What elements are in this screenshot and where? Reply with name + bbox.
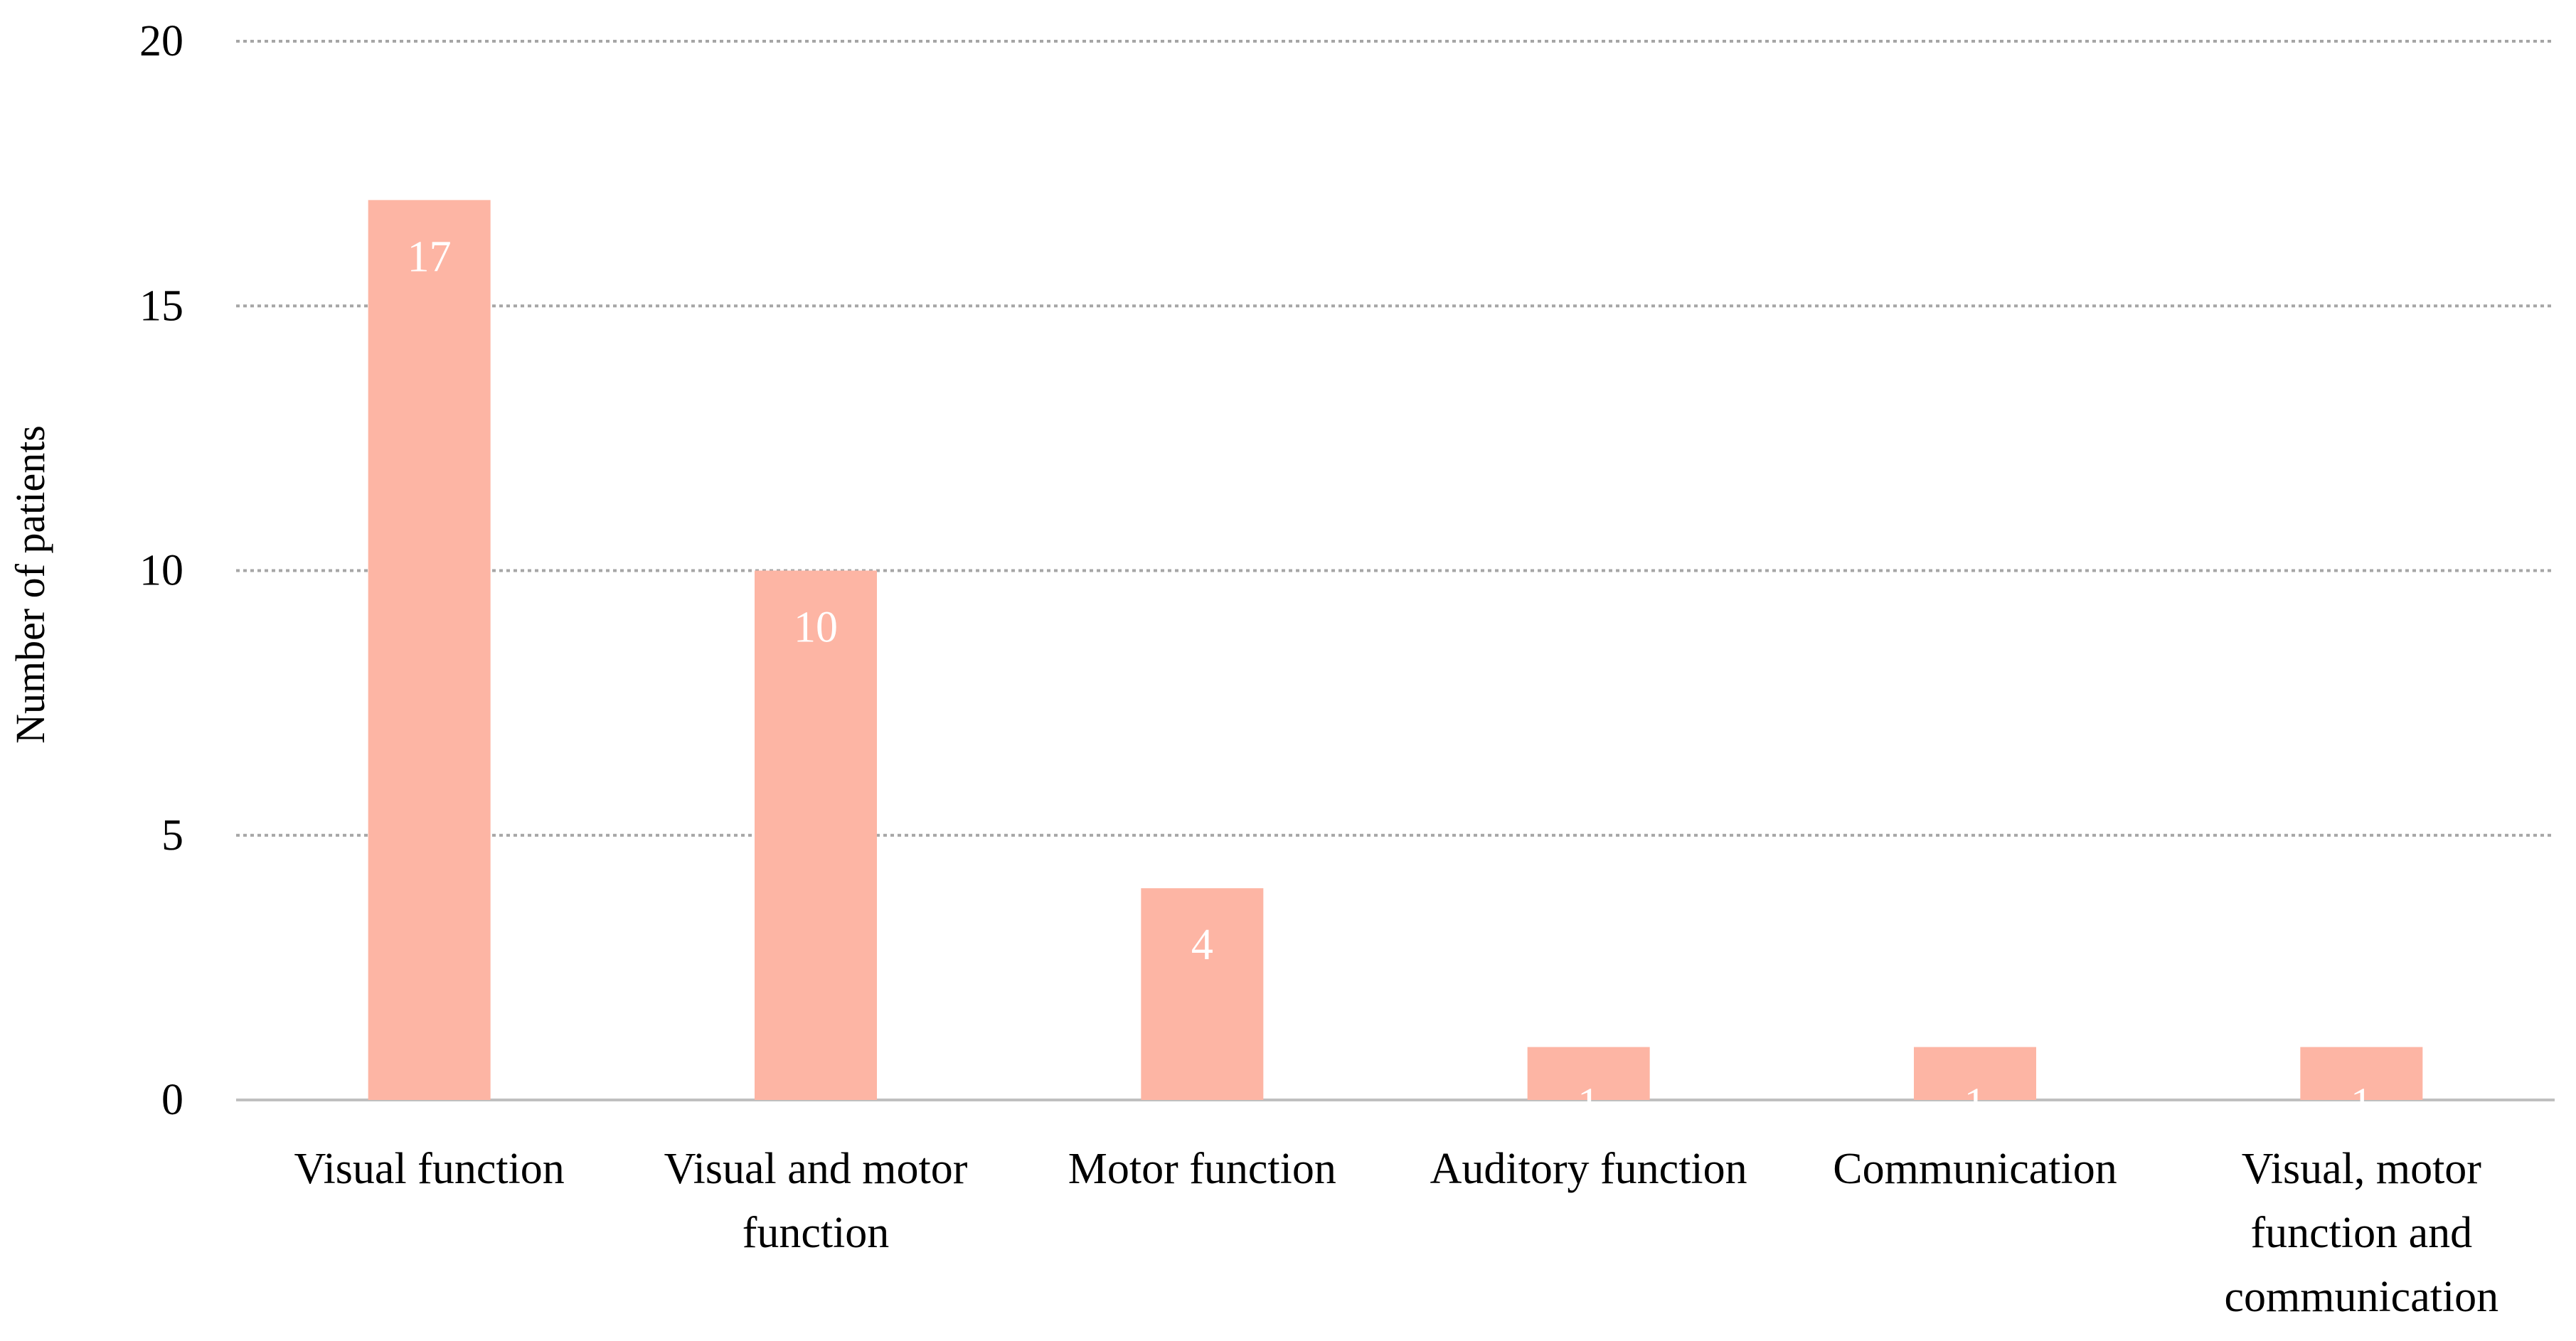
x-tick-label: function and [2251, 1209, 2473, 1257]
x-tick-label: Visual function [294, 1145, 565, 1193]
bar [368, 200, 491, 1101]
bar [1527, 1047, 1650, 1100]
x-tick-label: communication [2224, 1273, 2498, 1321]
y-tick-label: 0 [161, 1076, 183, 1124]
bar [1141, 888, 1264, 1100]
bar [2300, 1047, 2423, 1100]
bar [755, 570, 877, 1100]
gridlines [236, 40, 2555, 1101]
x-tick-label: Auditory function [1430, 1145, 1747, 1193]
bars [368, 200, 2423, 1101]
x-tick-label: Visual, motor [2242, 1145, 2482, 1193]
data-label: 17 [408, 233, 452, 281]
data-label: 4 [1191, 921, 1213, 969]
x-tick-label: function [743, 1209, 890, 1257]
data-label: 1 [1577, 1080, 1600, 1128]
y-tick-label: 10 [139, 547, 183, 595]
data-label: 1 [1964, 1080, 1986, 1128]
x-tick-label: Visual and motor [664, 1145, 968, 1193]
x-axis-categories: Visual function Visual and motor function M… [294, 1145, 2499, 1321]
y-tick-label: 20 [139, 17, 183, 65]
bar [1914, 1047, 2036, 1100]
x-tick-label: Motor function [1068, 1145, 1336, 1193]
y-axis-ticks: 0 5 10 15 20 [139, 17, 183, 1124]
y-tick-label: 15 [139, 282, 183, 330]
x-tick-label: Communication [1833, 1145, 2117, 1193]
y-tick-label: 5 [161, 811, 183, 860]
data-label: 10 [794, 604, 838, 652]
y-axis-title: Number of patients [7, 425, 53, 744]
data-label: 1 [2351, 1080, 2373, 1128]
data-labels: 17 10 4 1 1 1 [408, 233, 2373, 1128]
